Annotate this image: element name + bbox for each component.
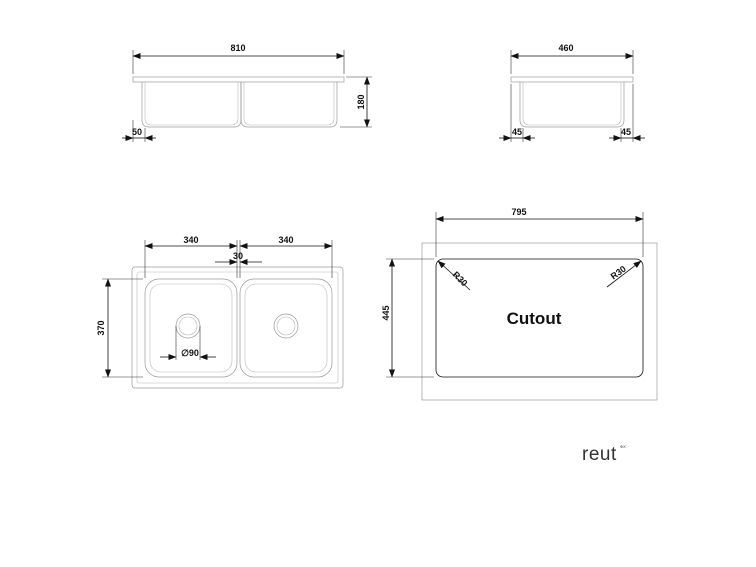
- cutout-view: 795 445 R30 R30 Cutout: [381, 207, 658, 401]
- drain-right: [273, 313, 299, 339]
- front-offset-label: 50: [132, 127, 142, 137]
- front-width-label: 810: [230, 43, 245, 53]
- top-depth-label: 370: [96, 320, 106, 335]
- top-bowl-left: [144, 278, 238, 378]
- front-bowl-left: [144, 82, 239, 126]
- cutout-title: Cutout: [507, 309, 562, 328]
- cutout-sink-outline: [421, 242, 658, 401]
- cutout-height-label: 445: [381, 305, 391, 320]
- logo-suffix: ФX: [620, 444, 626, 449]
- side-left-offset-label: 45: [512, 127, 522, 137]
- top-bowl-right-label: 340: [278, 235, 293, 245]
- top-view: 340 340 30 370 ∅90: [96, 235, 344, 389]
- side-right-offset-label: 45: [621, 127, 631, 137]
- cutout-width-label: 795: [511, 207, 526, 217]
- logo-text: reut: [582, 444, 617, 465]
- front-height-label: 180: [356, 94, 366, 109]
- radius-leader-right: [606, 260, 642, 288]
- top-gap-label: 30: [233, 251, 243, 261]
- cutout-outline: [435, 258, 644, 378]
- radius-left-label: R30: [451, 270, 470, 289]
- front-view: 810 180 50: [122, 43, 372, 142]
- top-rim-outer: [131, 266, 344, 389]
- drain-diameter-label: ∅90: [181, 348, 199, 358]
- top-bowl-right: [239, 278, 333, 378]
- top-bowl-left-label: 340: [183, 235, 198, 245]
- radius-leader-left: [437, 260, 471, 291]
- front-rim: [132, 76, 345, 83]
- brand-logo: reut ФX: [582, 444, 626, 465]
- side-bowl: [522, 82, 622, 126]
- front-bowl-right: [243, 82, 335, 126]
- side-rim: [510, 76, 634, 83]
- side-width-label: 460: [558, 43, 573, 53]
- drain-left: [175, 313, 201, 339]
- side-view: 460 45 45: [499, 43, 645, 142]
